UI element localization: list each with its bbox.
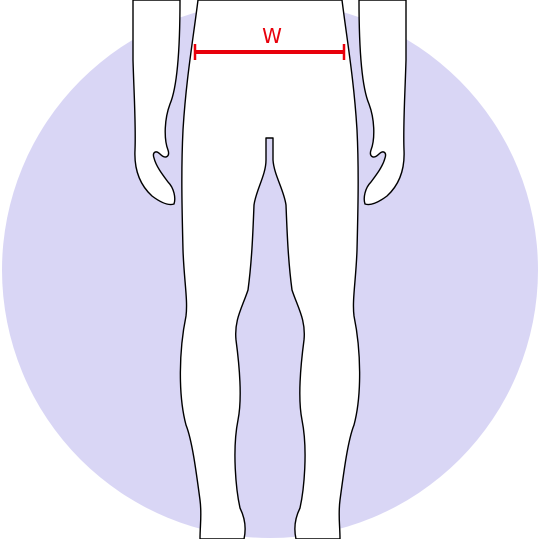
body-silhouette-icon xyxy=(132,0,407,539)
left-arm xyxy=(132,0,181,206)
right-arm xyxy=(358,0,407,206)
measurement-label: W xyxy=(262,24,282,48)
legs xyxy=(179,0,361,539)
waist-measurement: W xyxy=(193,24,346,60)
